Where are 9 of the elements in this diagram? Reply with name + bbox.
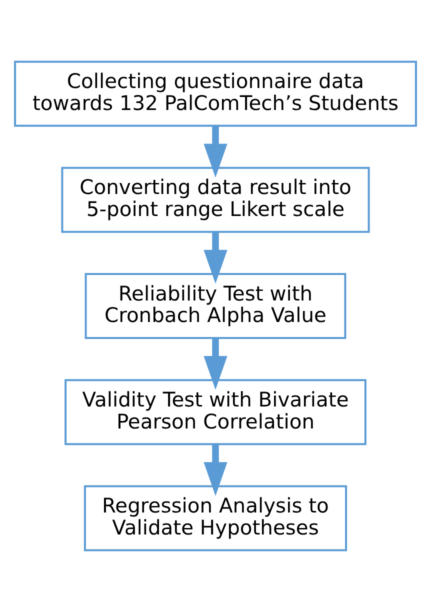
arrow <box>204 338 228 390</box>
arrow <box>204 126 228 178</box>
node-box: Validity Test with Bivariate Pearson Correlation <box>64 379 366 446</box>
node-box: Reliability Test with Cronbach Alpha Value <box>84 272 346 340</box>
node-box: Converting data result into 5-point range Likert scale <box>61 166 370 233</box>
arrow <box>204 232 228 284</box>
node-box: Collecting questionnaire data towards 132 PalComTech’s Students <box>14 60 417 127</box>
arrow <box>204 444 228 496</box>
node-box: Regression Analysis to Validate Hypotheses <box>84 485 348 552</box>
